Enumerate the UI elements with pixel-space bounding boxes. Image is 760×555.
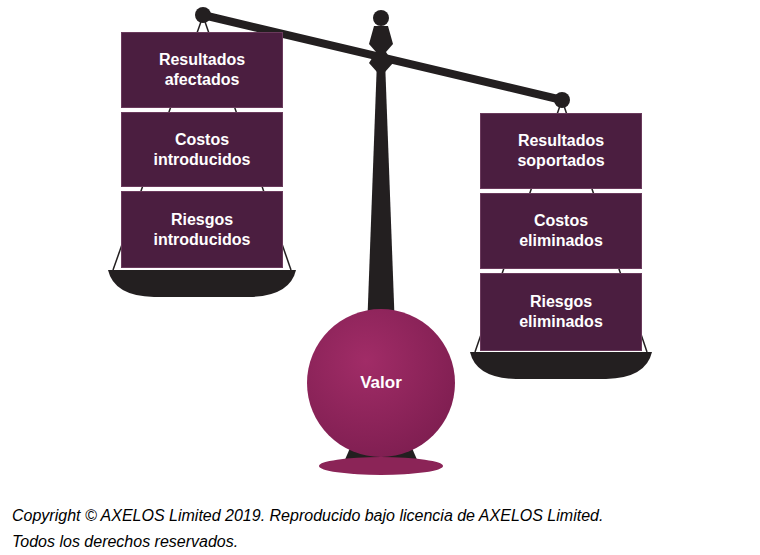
beam-end — [554, 92, 570, 108]
beam-end — [195, 7, 211, 23]
scale-finial — [369, 26, 393, 72]
value-box: Resultados soportados — [480, 113, 642, 189]
box-label: Riesgos introducidos — [138, 210, 266, 250]
value-box: Costos eliminados — [480, 193, 642, 269]
value-ball: Valor — [306, 308, 456, 458]
value-box: Resultados afectados — [121, 32, 283, 108]
scale-pan — [470, 352, 652, 379]
scale-finial — [373, 10, 389, 26]
scale-base — [319, 457, 443, 475]
value-box: Costos introducidos — [121, 112, 283, 187]
box-label: Riesgos eliminados — [497, 292, 625, 332]
pan-string — [113, 16, 647, 352]
copyright-caption: Copyright © AXELOS Limited 2019. Reprodu… — [12, 503, 640, 555]
box-label: Resultados afectados — [138, 50, 266, 90]
box-label: Costos eliminados — [497, 211, 625, 251]
value-box: Riesgos introducidos — [121, 191, 283, 268]
ball-shape — [307, 309, 455, 457]
scale-pan — [108, 270, 296, 297]
scale-post — [367, 60, 395, 330]
value-box: Riesgos eliminados — [480, 273, 642, 351]
box-label: Valor — [360, 373, 402, 393]
box-label: Resultados soportados — [497, 131, 625, 171]
box-label: Costos introducidos — [138, 130, 266, 170]
